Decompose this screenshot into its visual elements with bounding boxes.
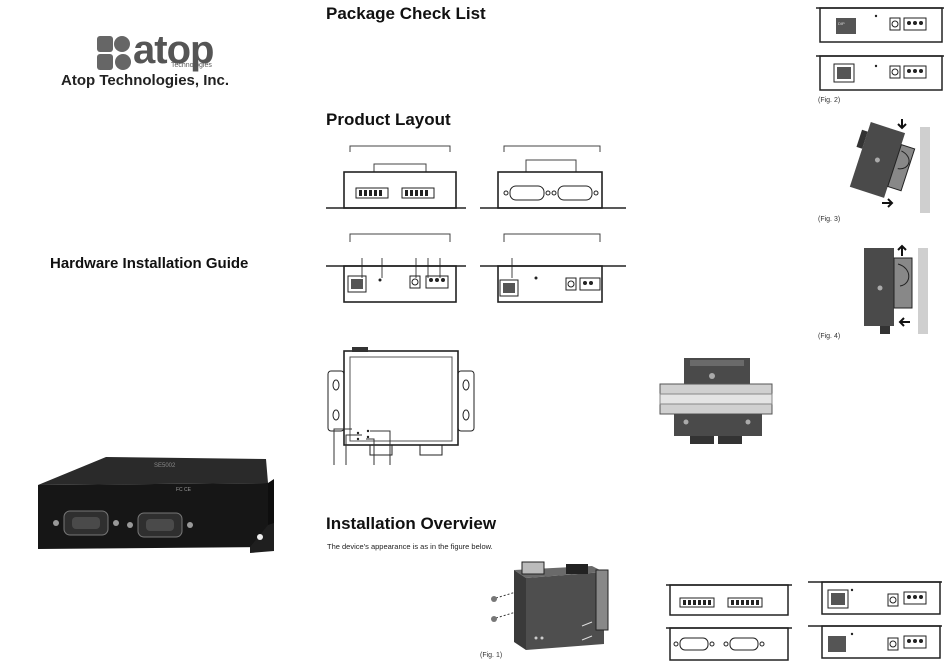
layout-diagram-db9-rear [480,228,630,298]
product-layout-heading: Product Layout [326,110,451,130]
package-check-list-heading: Package Check List [326,4,486,24]
install-db9-view [666,624,796,664]
device-top-view-diagram [326,347,476,467]
installation-intro-text: The device's appearance is as in the fig… [327,542,493,551]
arrow-up-icon [898,246,906,256]
company-name: Atop Technologies, Inc. [61,72,229,89]
fig2-top-device: DIP [816,4,946,44]
arrow-down-icon [898,119,906,128]
screw-icon [491,616,497,622]
mount-hole-icon [257,534,263,540]
fig1-device-illustration [486,556,636,666]
fig3-caption: (Fig. 3) [818,216,840,223]
screw-icon [709,373,715,379]
arrow-left-icon [900,318,910,326]
dip-switch-label: DIP [838,21,845,26]
logo: atop Technologies [97,34,217,74]
fig4-caption: (Fig. 4) [818,333,840,340]
layout-diagram-terminal-rear [326,228,466,298]
layout-diagram-db9-front [480,142,630,212]
fig4-din-rail-detach [840,240,950,340]
fig2-caption: (Fig. 2) [818,97,840,104]
din-rail-mount-diagram [660,356,772,448]
install-rj45-view [808,578,942,618]
device-model-label: SE5002 [154,463,176,469]
device-photo: SE5002 FC CE [36,455,276,565]
device-cert-label: FC CE [176,487,192,493]
fig3-din-rail-attach [840,115,950,215]
fig2-bottom-device [816,52,946,94]
installation-overview-heading: Installation Overview [326,514,496,534]
install-terminal-view [666,582,796,618]
fig1-caption: (Fig. 1) [480,652,502,659]
guide-title: Hardware Installation Guide [50,255,248,272]
install-dip-view [808,622,942,662]
logo-subtitle: Technologies [171,62,212,69]
arrow-right-icon [882,199,892,207]
logo-mark-icon [97,36,131,70]
screw-icon [491,596,497,602]
layout-diagram-terminal-front [326,142,466,212]
